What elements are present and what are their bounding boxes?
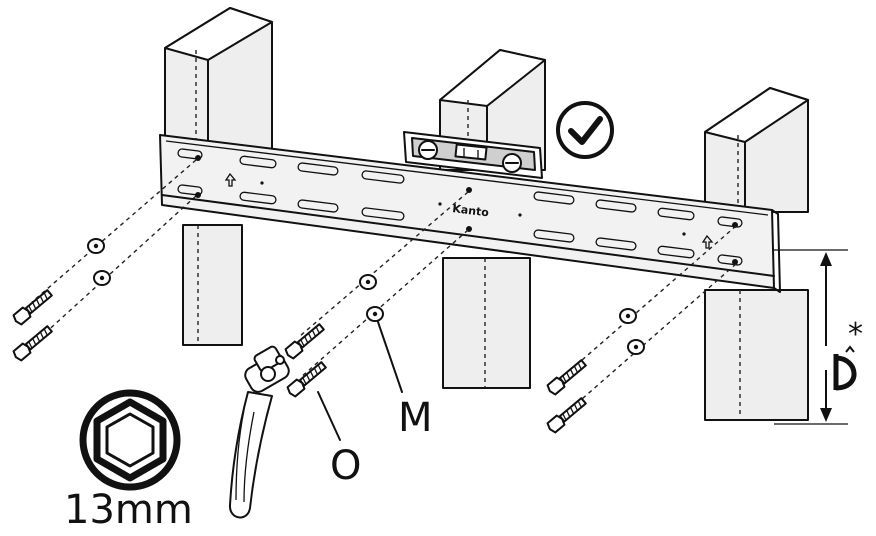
check-circle-icon	[556, 101, 614, 159]
leader-lines	[317, 321, 403, 441]
stud-left	[164, 7, 273, 346]
spirit-level-icon	[403, 131, 543, 179]
vertical-dimension-arrow-icon	[774, 249, 848, 425]
anchor-label-m: M	[398, 395, 433, 441]
socket-size-label: 13mm	[64, 487, 193, 533]
stud-center	[439, 49, 546, 389]
bracket-slots-lower	[177, 184, 743, 266]
washers	[87, 238, 645, 355]
wall-bracket: Kanto	[159, 134, 781, 293]
anchor-label-o: O	[330, 443, 362, 489]
bolt-paths	[31, 159, 737, 414]
hexagon-socket-icon	[79, 389, 181, 491]
stud-right	[704, 87, 809, 421]
bracket-slots-upper	[177, 148, 743, 228]
dimension-note-marker: *	[848, 317, 863, 352]
ratchet-wrench-icon	[228, 345, 290, 519]
brand-logo: Kanto	[452, 202, 490, 219]
lag-bolts	[12, 289, 587, 434]
dimension-symbol-icon	[833, 345, 857, 391]
